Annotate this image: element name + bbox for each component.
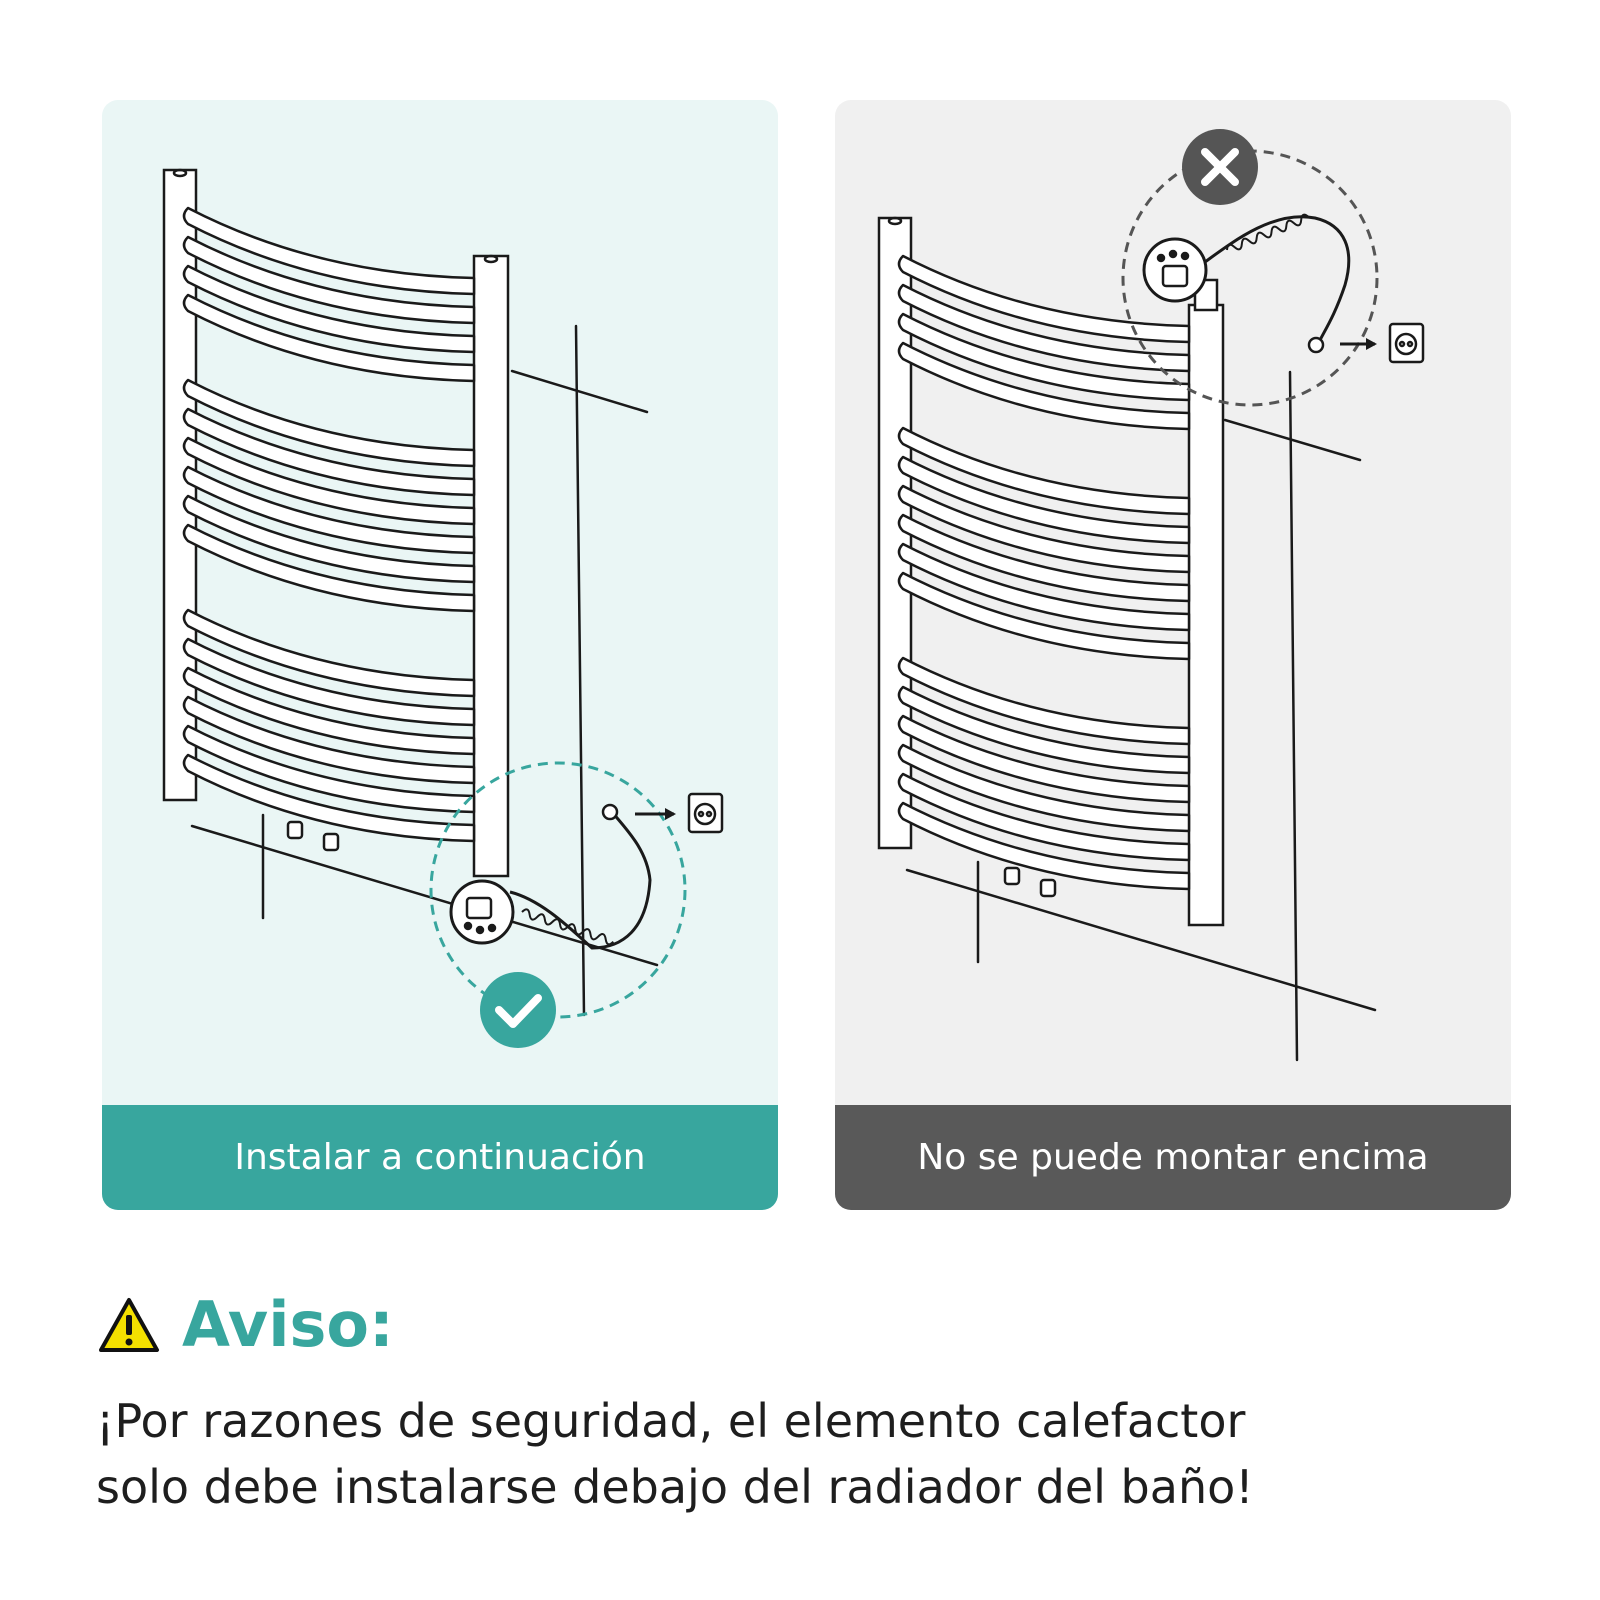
radiator-bar bbox=[182, 293, 476, 383]
radiator-bar bbox=[182, 407, 476, 497]
radiator-bar bbox=[897, 455, 1191, 545]
radiator-bar bbox=[897, 801, 1191, 891]
radiator-bar bbox=[182, 608, 476, 698]
radiator-bar bbox=[897, 656, 1191, 746]
radiator-bar bbox=[182, 436, 476, 526]
correct-caption: Instalar a continuación bbox=[102, 1105, 778, 1210]
radiator-bar bbox=[182, 523, 476, 613]
incorrect-installation-panel: No se puede montar encima bbox=[835, 100, 1511, 1210]
radiator-bar bbox=[897, 426, 1191, 516]
incorrect-caption: No se puede montar encima bbox=[835, 1105, 1511, 1210]
safety-notice-line-2: solo debe instalarse debajo del radiador… bbox=[96, 1460, 1254, 1514]
radiator-bar bbox=[182, 753, 476, 843]
cross-icon bbox=[1182, 129, 1258, 205]
radiator-bar bbox=[182, 206, 476, 296]
radiator-bar bbox=[182, 637, 476, 727]
correct-installation-panel: Instalar a continuación bbox=[102, 100, 778, 1210]
radiator-bar bbox=[897, 513, 1191, 603]
radiator-bar bbox=[897, 341, 1191, 431]
warning-heading: Aviso: bbox=[98, 1288, 394, 1361]
radiator-bar bbox=[897, 542, 1191, 632]
radiator-bar bbox=[897, 743, 1191, 833]
radiator-bar bbox=[897, 283, 1191, 373]
warning-triangle-icon bbox=[99, 1297, 159, 1352]
radiator-bar bbox=[897, 254, 1191, 344]
safety-notice-line-1: ¡Por razones de seguridad, el elemento c… bbox=[96, 1394, 1246, 1448]
radiator-bar bbox=[182, 264, 476, 354]
radiator-bar bbox=[897, 685, 1191, 775]
radiator-bar bbox=[897, 571, 1191, 661]
radiator-bar bbox=[182, 494, 476, 584]
radiator-bar bbox=[182, 695, 476, 785]
radiator-bar bbox=[897, 484, 1191, 574]
radiator-bar bbox=[182, 465, 476, 555]
radiator-heater-above-illustration bbox=[877, 129, 1425, 1062]
radiator-bar bbox=[182, 378, 476, 468]
warning-title: Aviso: bbox=[182, 1288, 394, 1361]
check-icon bbox=[480, 972, 556, 1048]
radiator-bar bbox=[897, 714, 1191, 804]
safety-notice: ¡Por razones de seguridad, el elemento c… bbox=[96, 1388, 1516, 1520]
radiator-bar bbox=[182, 666, 476, 756]
radiator-heater-below-illustration bbox=[162, 168, 724, 1048]
radiator-bar bbox=[182, 724, 476, 814]
radiator-bar bbox=[897, 312, 1191, 402]
radiator-bar bbox=[182, 235, 476, 325]
radiator-bar bbox=[897, 772, 1191, 862]
